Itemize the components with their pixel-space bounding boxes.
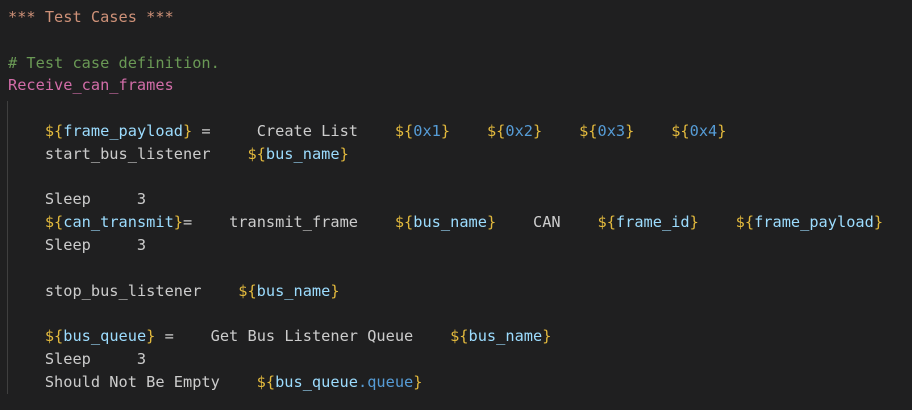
code-line[interactable]: Sleep 3 bbox=[8, 348, 912, 371]
token-decorator: } bbox=[625, 121, 635, 140]
token-decorator: } bbox=[183, 121, 193, 140]
token-plain bbox=[8, 282, 45, 300]
token-variable: frame_id bbox=[615, 213, 690, 232]
token-decorator: } bbox=[717, 121, 727, 140]
token-variable: can_transmit bbox=[63, 213, 174, 232]
token-plain bbox=[211, 145, 248, 163]
token-variable: bus_queue bbox=[63, 327, 147, 346]
token-decorator: ${ bbox=[247, 144, 266, 163]
token-decorator: } bbox=[533, 121, 543, 140]
code-line[interactable]: ${bus_queue} = Get Bus Listener Queue ${… bbox=[8, 325, 912, 348]
token-plain: Should Not Be Empty bbox=[44, 372, 220, 391]
token-decorator: } bbox=[873, 213, 884, 232]
token-decorator: ${ bbox=[450, 327, 469, 346]
token-number: 0x2 bbox=[505, 121, 534, 140]
token-variable: bus_name bbox=[468, 327, 543, 346]
token-decorator: ${ bbox=[671, 121, 690, 140]
token-plain bbox=[8, 327, 45, 345]
code-line[interactable]: Sleep 3 bbox=[8, 234, 912, 257]
token-decorator: } bbox=[330, 281, 340, 300]
token-decorator: ${ bbox=[486, 121, 506, 140]
token-plain bbox=[201, 282, 238, 300]
token-header: *** Test Cases *** bbox=[8, 8, 174, 26]
token-plain: Sleep 3 bbox=[8, 235, 147, 254]
code-line[interactable]: ${can_transmit}= transmit_frame ${bus_na… bbox=[8, 211, 912, 234]
token-plain bbox=[220, 373, 257, 391]
token-variable: bus_name bbox=[265, 144, 340, 163]
code-line[interactable]: Should Not Be Empty ${bus_queue.queue} bbox=[8, 371, 912, 394]
token-decorator: ${ bbox=[597, 213, 616, 232]
token-number: 0x1 bbox=[413, 121, 441, 140]
code-line[interactable] bbox=[8, 97, 912, 120]
token-decorator: ${ bbox=[394, 213, 414, 232]
token-plain bbox=[358, 122, 395, 140]
token-plain: CAN bbox=[533, 213, 561, 232]
token-variable: bus_name bbox=[413, 213, 487, 232]
token-plain: = bbox=[183, 213, 230, 232]
token-decorator: ${ bbox=[44, 327, 64, 346]
code-line[interactable]: stop_bus_listener ${bus_name} bbox=[8, 280, 912, 303]
token-plain bbox=[8, 213, 45, 231]
token-variable: bus_queue bbox=[275, 372, 358, 391]
token-decorator: } bbox=[486, 213, 497, 232]
token-plain: Sleep 3 bbox=[8, 190, 147, 209]
code-line[interactable] bbox=[8, 257, 912, 280]
token-decorator: ${ bbox=[256, 372, 276, 391]
token-decorator: } bbox=[173, 213, 183, 232]
token-plain: Sleep 3 bbox=[8, 349, 147, 368]
token-decorator: } bbox=[413, 372, 423, 391]
token-plain: Get Bus Listener Queue bbox=[210, 327, 414, 346]
token-plain: start_bus_listener bbox=[44, 144, 211, 163]
token-decorator: ${ bbox=[238, 281, 257, 300]
token-decorator: ${ bbox=[735, 213, 755, 232]
token-plain bbox=[8, 122, 45, 140]
code-line[interactable] bbox=[8, 166, 912, 189]
token-plain bbox=[634, 122, 671, 140]
token-plain: = bbox=[155, 327, 211, 346]
code-line[interactable]: start_bus_listener ${bus_name} bbox=[8, 143, 912, 166]
token-comment: # Test case definition. bbox=[8, 53, 220, 72]
token-plain bbox=[413, 327, 450, 345]
token-plain bbox=[358, 213, 395, 231]
token-testcase: Receive_can_frames bbox=[8, 76, 174, 95]
token-decorator: } bbox=[542, 327, 552, 346]
code-line[interactable]: *** Test Cases *** bbox=[8, 6, 912, 29]
token-variable: bus_name bbox=[256, 281, 331, 300]
token-number: .queue bbox=[357, 372, 414, 391]
token-number: 0x4 bbox=[689, 121, 718, 140]
code-line[interactable]: # Test case definition. bbox=[8, 52, 912, 75]
code-area: *** Test Cases *** # Test case definition… bbox=[8, 6, 912, 394]
code-line[interactable]: Sleep 3 bbox=[8, 188, 912, 211]
token-decorator: ${ bbox=[579, 121, 598, 140]
token-plain: Create List bbox=[256, 121, 358, 140]
token-plain bbox=[542, 122, 579, 140]
code-line[interactable]: ${frame_payload} = Create List ${0x1} ${… bbox=[8, 120, 912, 143]
token-plain: transmit_frame bbox=[229, 213, 358, 232]
token-plain: stop_bus_listener bbox=[44, 281, 202, 300]
token-decorator: } bbox=[440, 121, 451, 140]
token-plain bbox=[496, 213, 533, 231]
code-line[interactable]: Receive_can_frames bbox=[8, 74, 912, 97]
token-plain bbox=[561, 213, 598, 231]
token-variable: frame_payload bbox=[754, 213, 874, 232]
token-decorator: } bbox=[689, 213, 699, 232]
token-decorator: } bbox=[339, 144, 349, 163]
token-plain bbox=[8, 373, 45, 391]
token-number: 0x3 bbox=[597, 121, 626, 140]
token-decorator: } bbox=[146, 327, 156, 346]
token-plain: = bbox=[192, 121, 257, 140]
token-plain bbox=[450, 122, 487, 140]
token-decorator: ${ bbox=[44, 121, 64, 140]
code-line[interactable] bbox=[8, 29, 912, 52]
token-decorator: ${ bbox=[44, 213, 64, 232]
code-line[interactable] bbox=[8, 302, 912, 325]
token-plain bbox=[8, 145, 45, 163]
token-variable: frame_payload bbox=[63, 121, 183, 140]
token-decorator: ${ bbox=[394, 121, 414, 140]
token-plain bbox=[699, 213, 736, 231]
